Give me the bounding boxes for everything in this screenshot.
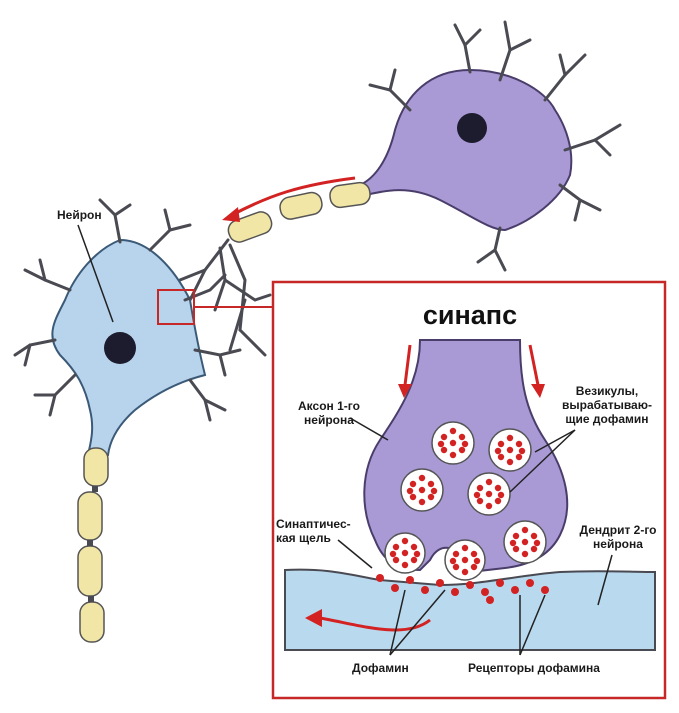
dopamine-dot-icon — [485, 490, 493, 498]
dopamine-dot-icon — [427, 493, 435, 501]
axon-neuron-2 — [227, 181, 371, 243]
dopamine-dot-icon — [418, 474, 426, 482]
dopamine-dot-icon — [413, 550, 421, 558]
dopamine-dot-icon — [506, 446, 514, 454]
axon-1-label: Аксон 1-го нейрона — [298, 399, 360, 427]
dopamine-dot-icon — [494, 447, 502, 455]
synapse-title: синапс — [422, 300, 518, 330]
dopamine-dot-icon — [461, 568, 469, 576]
dopamine-dot-icon — [392, 543, 400, 551]
dopamine-dot-icon — [485, 502, 493, 510]
dopamine-dot-icon — [497, 453, 505, 461]
dopamine-dot-icon — [512, 532, 520, 540]
dopamine-dot-icon — [497, 491, 505, 499]
dopamine-dot-icon — [521, 526, 529, 534]
synaptic-cleft-label: Синаптичес- кая щель — [276, 517, 351, 545]
dopamine-dot-icon — [406, 487, 414, 495]
neuron-1 — [13, 198, 242, 456]
dopamine-dot-icon — [473, 557, 481, 565]
dopamine-dot-icon — [458, 446, 466, 454]
dopamine-dot-icon — [418, 498, 426, 506]
vesicles-label: Везикулы, вырабатываю- щие дофамин — [562, 384, 652, 426]
axon-neuron-1 — [77, 447, 109, 643]
dopamine-dot-icon — [410, 543, 418, 551]
dopamine-dot-icon — [494, 497, 502, 505]
neuron-2 — [358, 20, 622, 272]
dopamine-dot-icon — [461, 556, 469, 564]
receptors-label: Рецепторы дофамина — [468, 661, 600, 675]
dopamine-dot-icon — [530, 545, 538, 553]
dopamine-dot-icon — [509, 539, 517, 547]
dopamine-dot-icon — [521, 550, 529, 558]
nucleus-icon — [104, 332, 136, 364]
dopamine-dot-icon — [506, 458, 514, 466]
dopamine-dot-icon — [401, 561, 409, 569]
dopamine-dot-icon — [437, 440, 445, 448]
dopamine-dot-icon — [497, 440, 505, 448]
dopamine-dot-icon — [461, 440, 469, 448]
dopamine-dot-icon — [470, 563, 478, 571]
dopamine-dot-icon — [452, 550, 460, 558]
dopamine-dot-icon — [485, 478, 493, 486]
dopamine-label: Дофамин — [352, 661, 409, 675]
dopamine-dot-icon — [470, 550, 478, 558]
dopamine-dot-icon — [389, 550, 397, 558]
dopamine-dot-icon — [401, 549, 409, 557]
dopamine-dot-icon — [494, 484, 502, 492]
dopamine-dot-icon — [430, 487, 438, 495]
dopamine-dot-icon — [410, 556, 418, 564]
dendrite-2-label: Дендрит 2-го нейрона — [579, 523, 657, 551]
dopamine-dot-icon — [452, 563, 460, 571]
dopamine-dot-icon — [449, 439, 457, 447]
dopamine-dot-icon — [515, 440, 523, 448]
dopamine-dot-icon — [458, 433, 466, 441]
dopamine-dot-icon — [521, 538, 529, 546]
dopamine-dot-icon — [476, 497, 484, 505]
dopamine-dot-icon — [449, 427, 457, 435]
dopamine-dot-icon — [409, 493, 417, 501]
signal-arrow-icon — [222, 176, 356, 222]
dopamine-dot-icon — [440, 433, 448, 441]
dopamine-dot-icon — [533, 539, 541, 547]
dopamine-dot-icon — [409, 480, 417, 488]
dopamine-dot-icon — [440, 446, 448, 454]
dopamine-dot-icon — [418, 486, 426, 494]
dopamine-dot-icon — [376, 574, 549, 604]
dopamine-dot-icon — [449, 451, 457, 459]
dopamine-dot-icon — [512, 545, 520, 553]
dopamine-dot-icon — [506, 434, 514, 442]
dopamine-dot-icon — [530, 532, 538, 540]
dopamine-dot-icon — [515, 453, 523, 461]
dopamine-dot-icon — [518, 447, 526, 455]
dopamine-dot-icon — [401, 537, 409, 545]
neuron-label: Нейрон — [57, 208, 102, 222]
dopamine-dot-icon — [461, 544, 469, 552]
dopamine-dot-icon — [427, 480, 435, 488]
nucleus-icon — [457, 113, 487, 143]
dopamine-dot-icon — [449, 557, 457, 565]
dopamine-dot-icon — [476, 484, 484, 492]
dopamine-dot-icon — [392, 556, 400, 564]
dopamine-dot-icon — [473, 491, 481, 499]
